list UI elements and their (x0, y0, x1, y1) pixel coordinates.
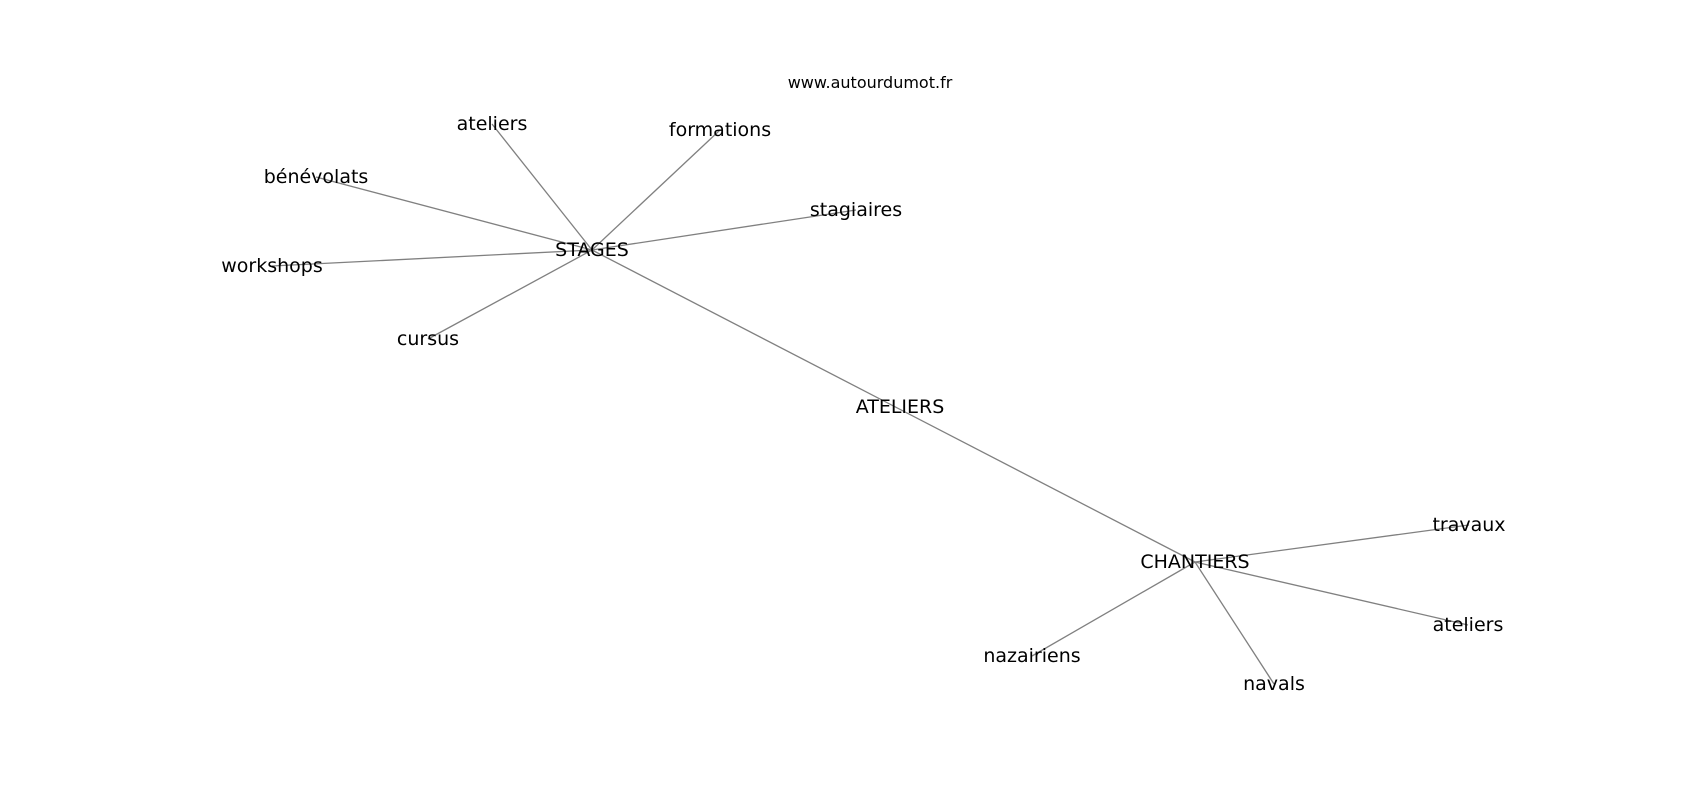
node-label-cursus[interactable]: cursus (397, 328, 459, 350)
node-label-nazairiens[interactable]: nazairiens (983, 645, 1080, 667)
edge-stages-formations (591, 129, 721, 251)
edge-chantiers-nazairiens (1031, 561, 1196, 657)
edge-stages-stagiaires (591, 209, 857, 251)
node-label-workshops[interactable]: workshops (221, 255, 323, 277)
node-label-ateliers_c[interactable]: ateliers (1433, 614, 1504, 636)
node-label-ateliers_s[interactable]: ateliers (457, 113, 528, 135)
edge-chantiers-ateliers_c (1194, 561, 1469, 626)
node-label-travaux[interactable]: travaux (1432, 514, 1505, 536)
edge-chantiers-travaux (1194, 524, 1470, 563)
edge-stages-cursus (427, 249, 593, 340)
edges-layer (271, 123, 1470, 685)
edge-chantiers-navals (1194, 561, 1275, 685)
node-label-navals[interactable]: navals (1243, 673, 1305, 695)
node-label-formations[interactable]: formations (669, 119, 771, 141)
watermark-text: www.autourdumot.fr (788, 73, 953, 92)
edge-stages-benevolats (315, 176, 593, 251)
node-label-chantiers[interactable]: CHANTIERS (1140, 551, 1249, 573)
edge-stages-workshops (271, 249, 593, 267)
edge-stages-ateliers_s (491, 123, 593, 251)
node-label-benevolats[interactable]: bénévolats (264, 166, 369, 188)
node-label-stagiaires[interactable]: stagiaires (810, 199, 902, 221)
labels-layer: ATELIERS STAGES CHANTIERS ateliers formation… (221, 113, 1505, 695)
node-label-ateliers_center[interactable]: ATELIERS (856, 396, 945, 418)
node-label-stages[interactable]: STAGES (555, 239, 629, 261)
edge-stages-chantiers (591, 249, 1196, 563)
